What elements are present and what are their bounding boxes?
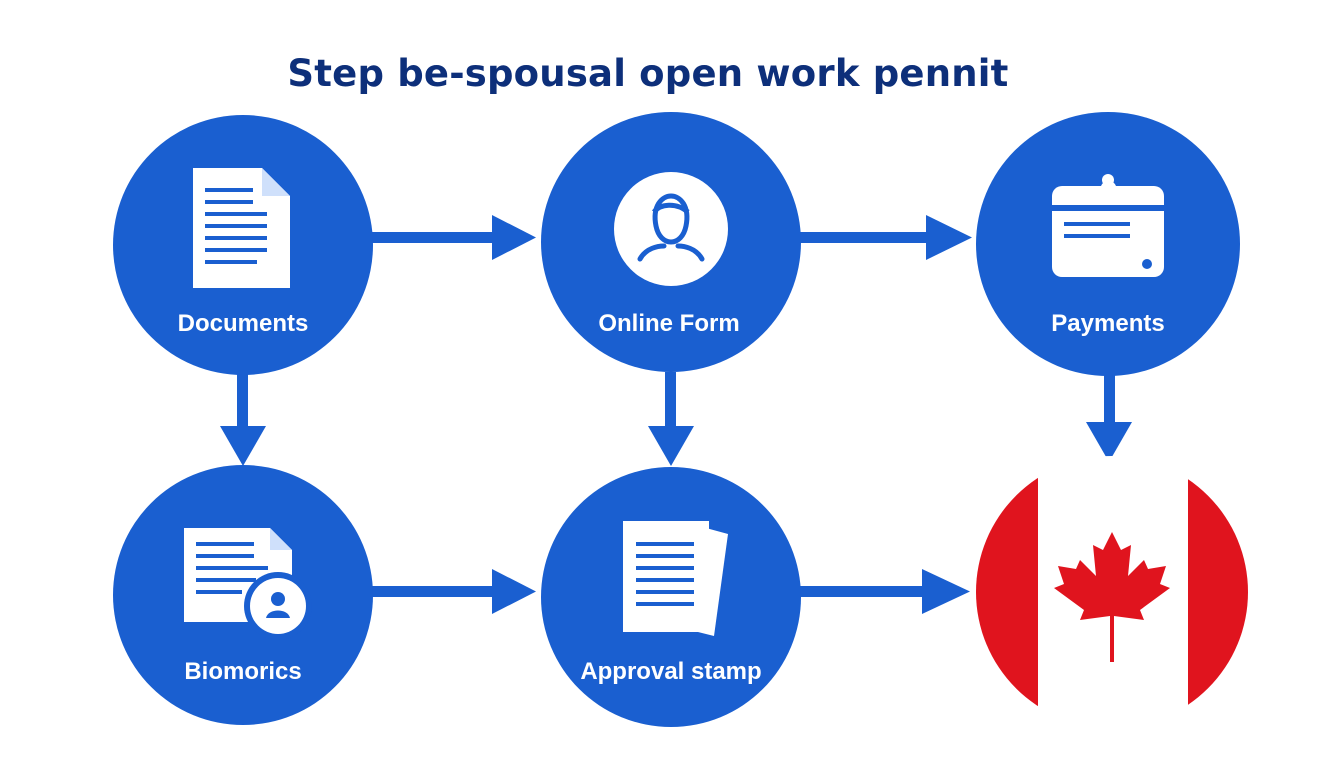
node-label-payments: Payments xyxy=(1051,310,1165,337)
user-profile-icon xyxy=(614,172,728,286)
arrow-online-form-to-approval xyxy=(648,372,694,466)
arrow-approval-to-canada xyxy=(800,569,970,614)
node-label-biometrics: Biomorics xyxy=(184,658,302,685)
canada-flag-icon xyxy=(976,456,1248,728)
arrow-biometrics-to-approval xyxy=(372,569,536,614)
diagram-title: Step be-spousal open work pennit xyxy=(287,52,1009,95)
arrow-online-form-to-payments xyxy=(800,215,972,260)
payment-card-icon xyxy=(1052,174,1164,277)
arrow-payments-to-canada xyxy=(1086,372,1132,462)
arrow-documents-to-online-form xyxy=(372,215,536,260)
arrow-documents-to-biometrics xyxy=(220,372,266,466)
document-icon xyxy=(193,168,290,288)
node-label-documents: Documents xyxy=(177,310,309,337)
document-user-icon xyxy=(184,528,312,640)
stacked-documents-icon xyxy=(623,521,728,636)
node-label-approval: Approval stamp xyxy=(580,658,762,685)
node-label-online-form: Online Form xyxy=(598,310,740,337)
